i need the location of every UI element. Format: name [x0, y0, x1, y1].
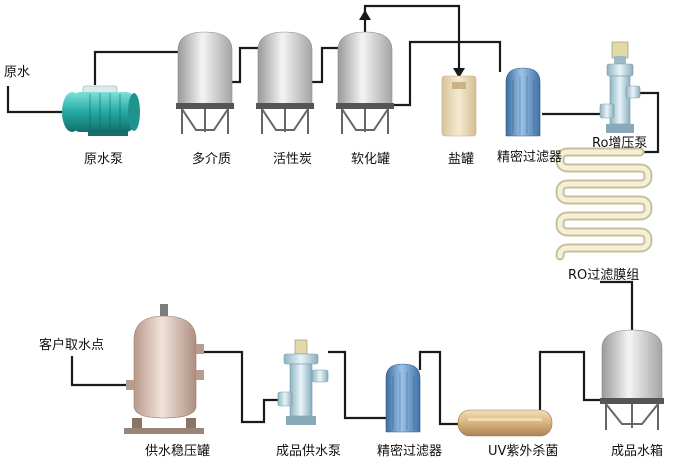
pipe-uv-to-filter — [418, 350, 458, 426]
pipe-carbon-to-softener — [312, 46, 338, 84]
label-multimedia-filter: 多介质 — [192, 152, 232, 167]
label-product-supply-pump: 成品供水泵 — [276, 444, 342, 459]
multimedia-filter-tank — [176, 31, 234, 134]
flow-arrow-down — [453, 68, 465, 78]
precision-filter-bottom — [385, 363, 421, 433]
label-raw-water: 原水 — [4, 65, 31, 80]
label-precision-filter-top: 精密过滤器 — [497, 150, 563, 165]
pipe-ro-pump-to-membrane — [638, 91, 660, 154]
label-ro-booster-pump: Ro增压泵 — [592, 136, 648, 151]
ro-booster-pump — [599, 41, 641, 133]
label-ro-membrane: RO过滤膜组 — [568, 268, 640, 283]
pipe-membrane-to-product-tank — [600, 280, 634, 330]
product-supply-pump — [277, 339, 329, 425]
label-raw-water-pump: 原水泵 — [84, 152, 124, 167]
label-uv-sterilizer: UV紫外杀菌 — [488, 444, 559, 459]
label-product-water-tank: 成品水箱 — [611, 444, 664, 459]
label-softener-tank: 软化罐 — [351, 152, 391, 167]
ro-membrane-group — [555, 147, 653, 261]
pipe-softener-to-filter — [392, 40, 502, 107]
softener-tank — [336, 31, 394, 134]
pipes — [6, 4, 660, 426]
label-customer-point: 客户取水点 — [39, 338, 105, 353]
precision-filter-top — [505, 67, 541, 137]
pressure-tank — [124, 304, 204, 434]
pipe-raw-inlet — [6, 86, 62, 114]
pipe-filter-to-supply-pump — [328, 350, 386, 420]
pipe-multimedia-to-carbon — [232, 46, 258, 84]
label-precision-filter-bottom: 精密过滤器 — [377, 444, 443, 459]
pipe-supply-pump-to-pressure-tank — [204, 350, 278, 424]
label-salt-tank: 盐罐 — [448, 152, 475, 167]
product-water-tank — [600, 329, 664, 430]
raw-water-pump — [62, 85, 140, 136]
activated-carbon-tank — [256, 31, 314, 134]
salt-tank — [441, 75, 477, 137]
uv-sterilizer — [457, 409, 553, 437]
pipe-pressure-tank-to-customer — [70, 356, 128, 387]
flow-arrow-up — [359, 10, 371, 20]
pipe-tank-to-uv — [538, 350, 602, 410]
pipe-pump-to-multimedia — [93, 50, 178, 85]
label-pressure-tank: 供水稳压罐 — [145, 444, 211, 459]
label-activated-carbon: 活性炭 — [273, 152, 313, 167]
